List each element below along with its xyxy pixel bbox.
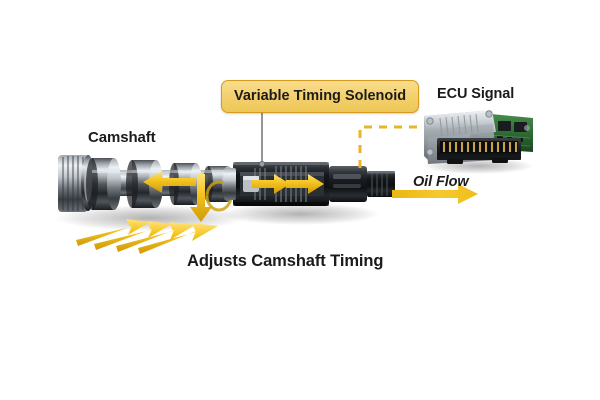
variable-timing-solenoid-callout[interactable]: Variable Timing Solenoid: [221, 80, 420, 113]
camshaft-lobe-1: [86, 158, 121, 210]
ecu-mount-hole-left: [426, 117, 434, 125]
ecu-module-component: [424, 110, 533, 164]
oil-flow-outlet-arrow: [392, 184, 478, 204]
callout-label: Variable Timing Solenoid: [234, 88, 407, 104]
camshaft-label: Camshaft: [88, 129, 156, 146]
oil-inlet-arrow-3: [116, 222, 195, 252]
oil-inlet-arrows: [76, 219, 218, 254]
camshaft-feed-arrow: [143, 171, 196, 193]
variable-timing-solenoid-component: [224, 162, 395, 206]
diagram-caption: Adjusts Camshaft Timing: [187, 252, 384, 270]
ecu-connector-pins: [442, 142, 518, 152]
oil-flow-label: Oil Flow: [413, 174, 469, 190]
solenoid-internal-arrow-1: [252, 174, 290, 194]
ecu-mount-hole-right: [485, 110, 493, 118]
pcb-chip-3: [514, 122, 527, 132]
oil-inlet-arrow-2: [94, 221, 172, 250]
oil-inlet-arrow-4: [138, 223, 218, 254]
solenoid-internal-arrow-2: [286, 174, 324, 194]
ecu-cooling-fins: [439, 113, 479, 137]
ecu-signal-label: ECU Signal: [437, 86, 515, 102]
callout-leader-line: [258, 108, 265, 167]
camshaft-lobe-2: [126, 160, 163, 208]
pcb-chip-2: [498, 121, 511, 131]
oil-inlet-arrow-1: [76, 219, 150, 246]
oil-drop-arrow: [190, 174, 212, 222]
